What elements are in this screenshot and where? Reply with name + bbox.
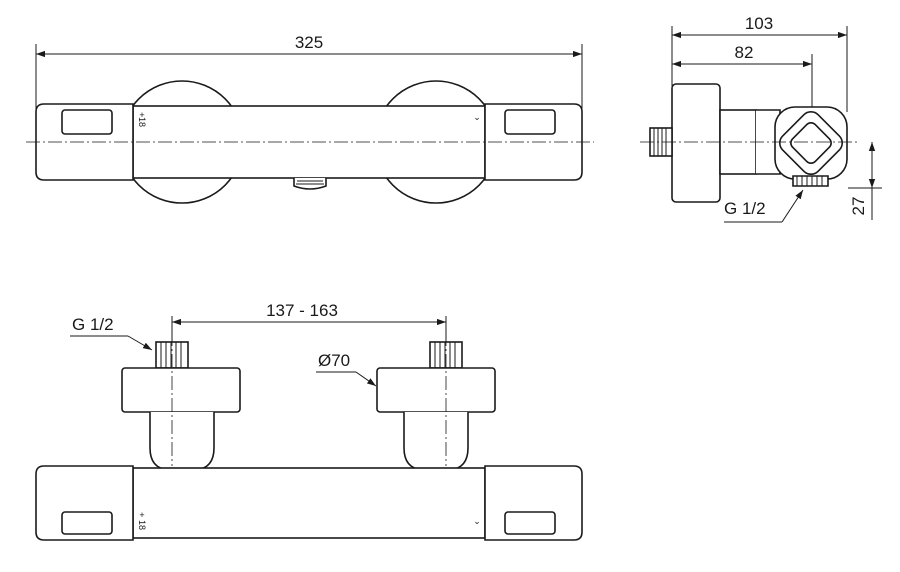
- dimension-depth-total: 103: [745, 14, 773, 33]
- flow-mark-icon-top: ⌄: [473, 516, 481, 526]
- flow-mark-icon: ⌄: [473, 112, 481, 122]
- temperature-scale-mark: 18: [137, 117, 147, 127]
- inlet-thread-label: G 1/2: [72, 315, 114, 334]
- temperature-scale-mark-top: 18: [137, 520, 147, 530]
- flow-handle-grip: [504, 109, 556, 135]
- dimension-overall-length: 325: [295, 33, 323, 52]
- wall-cover-left-top: [121, 367, 241, 413]
- outlet-side: [792, 175, 829, 187]
- top-view: 137 - 163 G 1/2 Ø70 + 1: [35, 301, 583, 541]
- leader-outlet-thread: [781, 189, 804, 223]
- leader-cover-diameter: [355, 371, 377, 387]
- connector-right: [403, 412, 469, 471]
- temperature-plus-mark: +: [139, 110, 144, 120]
- temperature-handle-grip: [61, 109, 113, 135]
- dimension-outlet-height: 27: [849, 197, 868, 216]
- side-view: 103 82 27: [640, 14, 882, 223]
- cover-diameter-label: Ø70: [318, 351, 350, 370]
- wall-cover-right-top: [376, 367, 496, 413]
- outlet-thread-label: G 1/2: [724, 199, 766, 218]
- temperature-plus-mark-top: +: [139, 510, 144, 520]
- wall-cover-side: [671, 83, 721, 203]
- valve-body-top: [132, 467, 486, 539]
- front-view: 325 + 18 ⌄: [26, 33, 594, 204]
- dimension-depth-inner: 82: [735, 43, 754, 62]
- temperature-handle-grip-top: [61, 511, 113, 535]
- flow-handle-grip-top: [504, 511, 556, 535]
- dimension-inlet-spacing: 137 - 163: [266, 301, 338, 320]
- connector-left: [149, 412, 215, 471]
- leader-inlet-thread: [127, 335, 153, 351]
